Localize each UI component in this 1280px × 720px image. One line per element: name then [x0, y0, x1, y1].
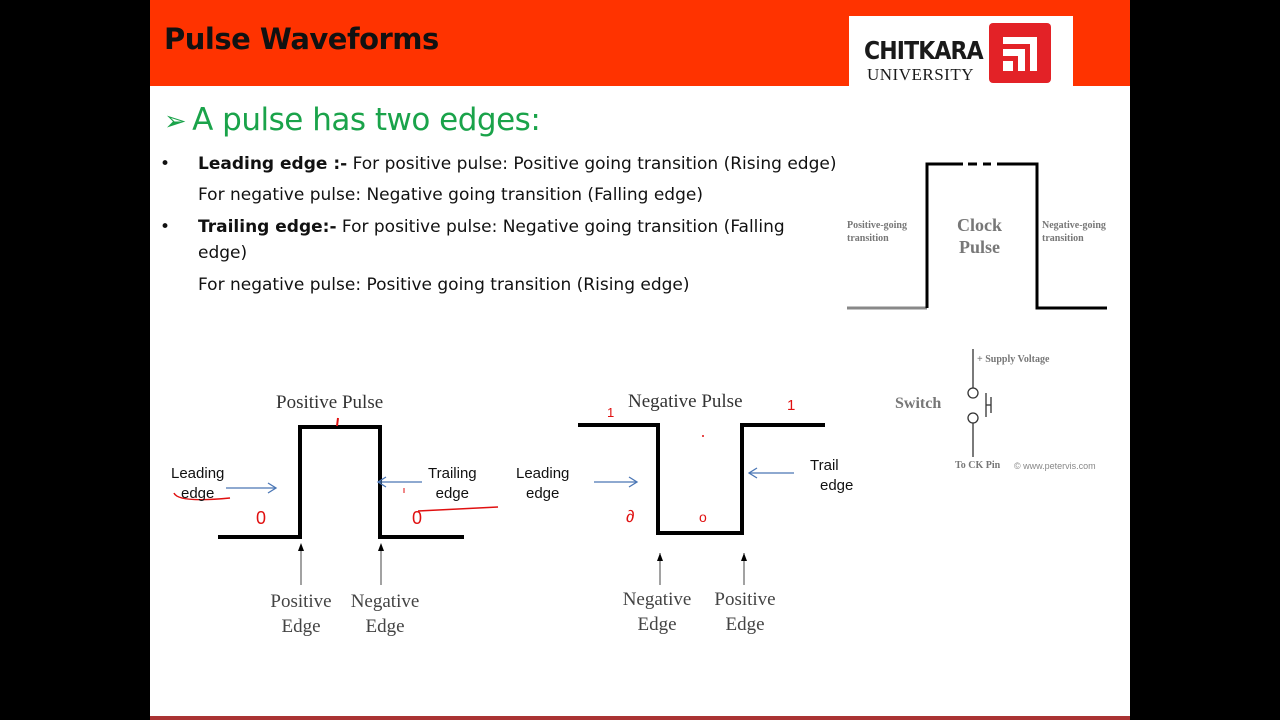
negative-edge-label: Negative [622, 589, 692, 610]
annotation-mark: ∂ [626, 507, 635, 526]
negative-pulse-diagram: Negative Pulse 1 1 ∂ o Leading edge Trai… [516, 391, 854, 635]
supply-voltage-label: + Supply Voltage [977, 354, 1050, 365]
positive-edge-label: Positive [714, 589, 776, 610]
trailing-edge-label: Trailing [428, 465, 477, 482]
negative-pulse-title: Negative Pulse [628, 391, 743, 412]
logo-subtitle: UNIVERSITY [867, 65, 974, 84]
logo-name: CHITKARA [864, 36, 984, 65]
bullet-text: For positive pulse: Negative going trans… [336, 217, 785, 237]
annotation-zero: 0 [256, 508, 267, 528]
footer-line [150, 716, 1130, 720]
clock-pulse-diagram: Positive-going transition Clock Pulse Ne… [845, 150, 1115, 320]
term-leading-edge: Leading edge :- [198, 154, 348, 174]
section-heading: ➢A pulse has two edges: [164, 102, 541, 138]
term-trailing-edge: Trailing edge:- [198, 217, 337, 237]
switch-label: Switch [895, 395, 942, 412]
positive-going-label: Positive-going [847, 220, 907, 231]
ck-pin-label: To CK Pin [955, 460, 1001, 471]
bullet-continuation: edge) [198, 243, 248, 263]
bullet-dot-icon: • [160, 217, 171, 237]
credit-text: © www.petervis.com [1014, 461, 1096, 471]
clock-pulse-label: Clock [957, 215, 1002, 235]
switch-diagram: Switch + Supply Voltage To CK Pin © www.… [890, 345, 1120, 480]
title-bar: Pulse Waveforms CHITKARA UNIVERSITY [150, 0, 1130, 86]
bullet-subtext: For negative pulse: Negative going trans… [198, 185, 703, 205]
bullet-text: For positive pulse: Positive going trans… [347, 154, 837, 174]
annotation-one: 1 [607, 405, 615, 420]
negative-going-label: Negative-going [1042, 220, 1106, 231]
arrow-bullet-icon: ➢ [164, 106, 187, 137]
bullet-dot-icon: • [160, 154, 171, 174]
university-logo: CHITKARA UNIVERSITY [849, 16, 1073, 86]
logo-mark-icon [989, 23, 1051, 83]
slide: Pulse Waveforms CHITKARA UNIVERSITY ➢A p… [150, 0, 1130, 720]
annotation-mark: o [699, 509, 707, 525]
leading-edge-label: Leading [516, 465, 570, 482]
trailing-edge-label: Trail [810, 457, 839, 474]
positive-pulse-title: Positive Pulse [276, 392, 384, 413]
positive-edge-label: Positive [270, 591, 332, 612]
positive-pulse-diagram: Positive Pulse Leading edge Trailing edg… [160, 385, 510, 645]
heading-text: A pulse has two edges: [192, 102, 541, 138]
slide-title: Pulse Waveforms [164, 22, 439, 56]
annotation-one: 1 [787, 397, 796, 414]
negative-edge-label: Negative [350, 591, 420, 612]
leading-edge-label: Leading [171, 465, 225, 482]
annotation-zero: 0 [412, 508, 423, 528]
bullet-subtext: For negative pulse: Positive going trans… [198, 275, 690, 295]
